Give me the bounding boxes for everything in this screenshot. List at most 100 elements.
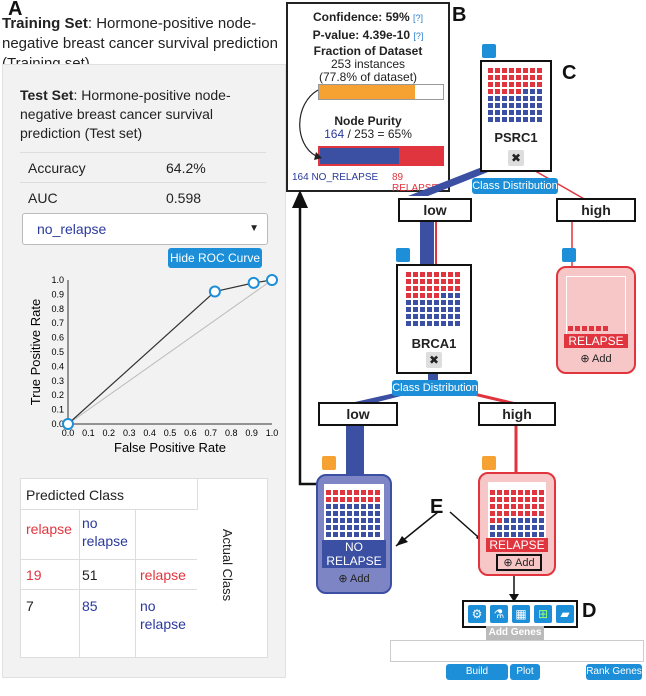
rank-genes-button[interactable]: Rank Genes (586, 664, 642, 680)
grid-square (441, 272, 446, 277)
grid-square (361, 490, 366, 495)
node-brca1[interactable]: BRCA1 ✖ (396, 264, 472, 374)
grid-square (497, 518, 502, 523)
class-distribution-button[interactable]: Class Distribution (472, 178, 558, 194)
plus-icon: ⊕ (503, 557, 513, 569)
user-icon[interactable] (482, 456, 496, 470)
grid-square (504, 525, 509, 530)
grid-square (434, 300, 439, 305)
grid-square (537, 75, 542, 80)
add-button[interactable]: ⊕ Add (318, 572, 390, 585)
flask-icon[interactable]: ⚗ (490, 605, 508, 623)
grid-square (532, 518, 537, 523)
grid-icon[interactable]: ▦ (512, 605, 530, 623)
class-distribution-button[interactable]: Class Distribution (392, 380, 478, 396)
grid-square (413, 314, 418, 319)
add-label: Add (592, 353, 612, 365)
user-icon[interactable] (322, 456, 336, 470)
hide-roc-button[interactable]: Hide ROC Curve (168, 248, 262, 268)
grid-square (326, 504, 331, 509)
close-icon[interactable]: ✖ (508, 150, 524, 166)
grid-square (511, 532, 516, 537)
folder-icon[interactable]: ▰ (556, 605, 574, 623)
grid-square (539, 497, 544, 502)
leaf-relapse-high[interactable]: RELAPSE ⊕ Add (556, 266, 636, 374)
row-label-line2: relapse (140, 616, 186, 632)
leaf-class-label: RELAPSE (564, 334, 628, 348)
grid-square (375, 490, 380, 495)
grid-square (490, 511, 495, 516)
user-icon[interactable] (562, 248, 576, 262)
add-button[interactable]: ⊕ Add (558, 352, 634, 365)
grid-square (504, 504, 509, 509)
grid-square (516, 110, 521, 115)
grid-square (502, 75, 507, 80)
leaf-relapse[interactable]: RELAPSE ⊕ Add (478, 472, 556, 576)
grid-square (502, 96, 507, 101)
grid-square (516, 96, 521, 101)
x-tick-label: 0.0 (62, 428, 75, 438)
grid-square (502, 89, 507, 94)
hierarchy-icon[interactable]: ⊞ (534, 605, 552, 623)
grid-square (530, 68, 535, 73)
grid-square (525, 497, 530, 502)
grid-square (420, 321, 425, 326)
test-set-label: Test Set (20, 87, 74, 103)
grid-square (504, 511, 509, 516)
grid-square (511, 511, 516, 516)
split-low-label[interactable]: low (398, 198, 472, 222)
leaf-label-line2: RELAPSE (326, 554, 382, 568)
add-genes-tab[interactable]: Add Genes (486, 626, 544, 640)
purity-title: Node Purity (334, 114, 402, 128)
add-label: Add (350, 573, 370, 585)
grid-square (427, 293, 432, 298)
roc-point (247, 276, 260, 289)
close-icon[interactable]: ✖ (426, 352, 442, 368)
build-classifier-button[interactable]: Build Classifier (446, 664, 508, 693)
add-button[interactable]: ⊕ Add (496, 554, 542, 571)
dna-icon[interactable]: ⚙ (468, 605, 486, 623)
grid-square (340, 504, 345, 509)
grid-square (434, 321, 439, 326)
user-icon[interactable] (482, 44, 496, 58)
plot-button[interactable]: Plot (510, 664, 540, 680)
grid-square (511, 504, 516, 509)
grid-square (502, 103, 507, 108)
confusion-matrix (20, 478, 268, 658)
cell-norelapse-relapse: 7 (26, 598, 34, 614)
pvalue-help-link[interactable]: [?] (413, 31, 424, 41)
grid-square (495, 96, 500, 101)
grid-square (509, 89, 514, 94)
grid-square (375, 511, 380, 516)
grid-square (516, 68, 521, 73)
grid-square (532, 525, 537, 530)
user-icon[interactable] (396, 248, 410, 262)
grid-square (516, 103, 521, 108)
confidence-help-link[interactable]: [?] (413, 13, 424, 23)
split-high-label[interactable]: high (478, 402, 556, 426)
node-psrc1[interactable]: PSRC1 ✖ (480, 60, 552, 172)
grid-square (326, 518, 331, 523)
row-label-line1: no (140, 598, 156, 614)
grid-square (488, 96, 493, 101)
grid-square (455, 307, 460, 312)
split-high-label[interactable]: high (556, 198, 636, 222)
grid-square (539, 518, 544, 523)
grid-square (582, 326, 587, 331)
grid-square (448, 272, 453, 277)
col-no-relapse: no relapse (82, 514, 128, 550)
roc-point (62, 418, 74, 430)
grid-square (420, 314, 425, 319)
grid-square (490, 525, 495, 530)
leaf-no-relapse[interactable]: NO RELAPSE ⊕ Add (316, 474, 392, 594)
class-select[interactable]: no_relapse ▼ (22, 213, 268, 245)
gene-input[interactable] (390, 640, 644, 662)
split-low-label[interactable]: low (318, 402, 398, 426)
grid-square (509, 117, 514, 122)
grid-square (427, 286, 432, 291)
grid-square (361, 497, 366, 502)
grid-square (340, 490, 345, 495)
grid-square (539, 490, 544, 495)
grid-square (434, 293, 439, 298)
grid-square (530, 82, 535, 87)
